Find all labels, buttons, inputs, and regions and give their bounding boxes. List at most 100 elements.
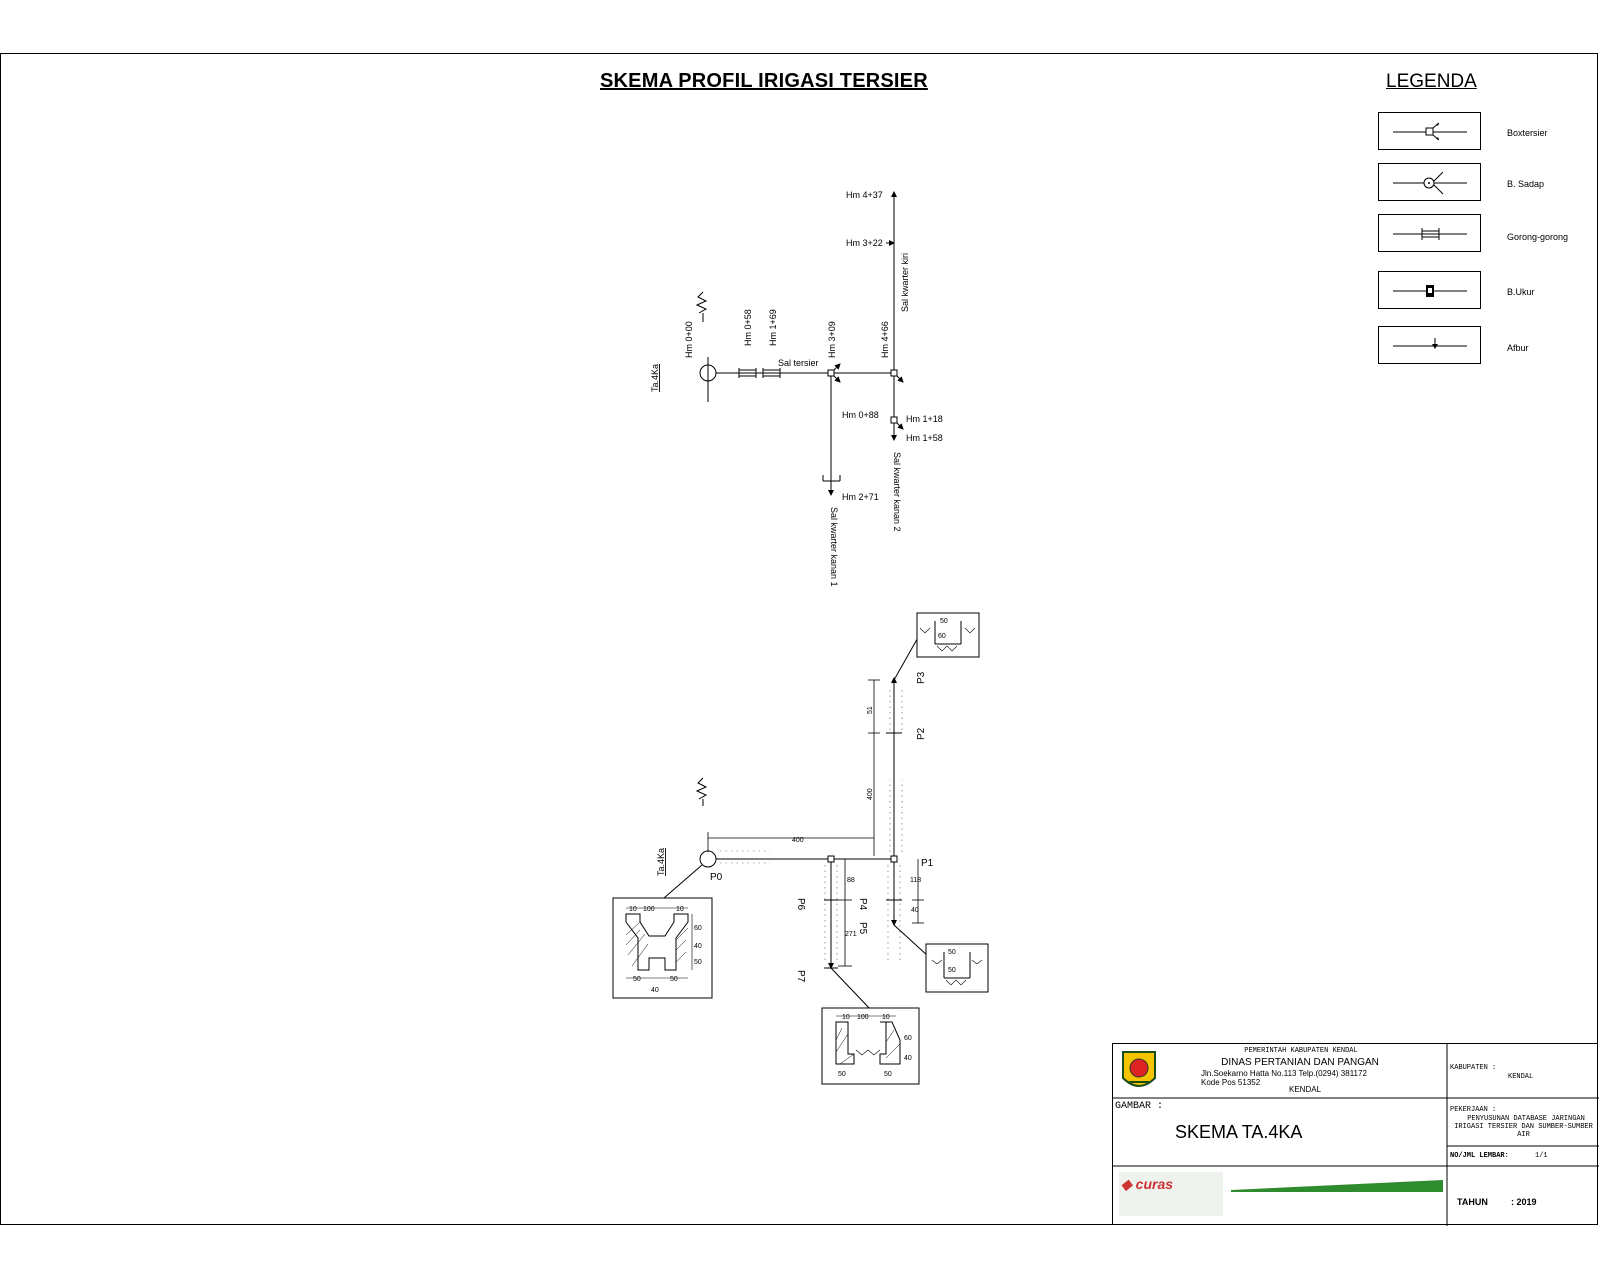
agency-city: KENDAL — [1289, 1085, 1322, 1094]
channel-label: Sal tersier — [778, 358, 819, 368]
tahun-label: TAHUN — [1457, 1197, 1488, 1207]
box-tersier-icon — [1393, 122, 1467, 141]
title-block: PEMERINTAH KABUPATEN KENDAL DINAS PERTAN… — [1112, 1043, 1599, 1226]
section-dim: 40 — [651, 987, 659, 994]
section-dim: 50 — [670, 976, 678, 983]
gambar-label: GAMBAR : — [1115, 1101, 1164, 1112]
irrigation-profile: Ta.4Ka P0 P1 P2 P3 P4 P5 P6 P7 400 400 5… — [612, 612, 989, 1085]
section-dim: 60 — [938, 633, 946, 640]
pekerjaan-value-3: AIR — [1517, 1131, 1530, 1139]
dimension-label: 118 — [910, 877, 921, 884]
gorong-gorong-icon — [1393, 228, 1467, 240]
irrigation-schema: Ta.4Ka Hm 0+00 Hm 0+58 Hm 1+69 Hm 3+09 H… — [650, 190, 943, 587]
point-label: P0 — [710, 872, 723, 883]
cross-section-p0: 100 10 10 60 40 50 50 50 40 — [612, 897, 713, 999]
section-dim: 40 — [694, 943, 702, 950]
drawing-sheet-border — [0, 53, 1598, 1225]
channel-label: Sal kwarter kanan 1 — [829, 507, 839, 587]
section-dim: 60 — [904, 1035, 912, 1042]
point-label: P5 — [857, 922, 868, 935]
point-label: P7 — [795, 970, 806, 983]
point-label: P3 — [916, 671, 927, 684]
consultant-logo: ◆ curas — [1121, 1176, 1174, 1192]
legend-label-boxtersier: Boxtersier — [1507, 128, 1548, 138]
channel-label: Sal kwarter kiri — [900, 253, 910, 312]
gambar-value: SKEMA TA.4KA — [1175, 1122, 1303, 1142]
station-label: Hm 4+66 — [880, 321, 890, 358]
point-label: P4 — [857, 898, 868, 911]
station-label: Hm 2+71 — [842, 492, 879, 502]
section-dim: 60 — [694, 925, 702, 932]
kabupaten-kendal-emblem-icon — [1122, 1051, 1156, 1087]
agency-line-2: DINAS PERTANIAN DAN PANGAN — [1221, 1057, 1379, 1068]
agency-postcode: Kode Pos 51352 — [1201, 1078, 1261, 1087]
station-label: Hm 1+18 — [906, 414, 943, 424]
afbur-icon — [1393, 338, 1467, 349]
section-dim: 10 — [882, 1014, 890, 1021]
culvert-icon — [738, 368, 757, 378]
cross-section-p7: 10 100 10 60 40 50 50 — [821, 1007, 920, 1085]
box-tersier-icon — [890, 369, 898, 377]
legend-label-sadap: B. Sadap — [1507, 179, 1545, 189]
legend-label-afbur: Afbur — [1507, 343, 1529, 353]
legend-box-ukur — [1378, 271, 1481, 309]
cross-section-p3: 50 60 — [916, 612, 980, 658]
point-label: P6 — [795, 898, 806, 911]
culvert-icon — [762, 368, 781, 378]
consultant-logo-mark-icon: ◆ — [1121, 1176, 1136, 1192]
section-dim: 50 — [948, 967, 956, 974]
dimension-label: 271 — [845, 931, 857, 938]
section-dim: 100 — [643, 906, 655, 913]
dimension-label: 51 — [867, 706, 874, 714]
kabupaten-label: KABUPATEN : — [1450, 1064, 1497, 1072]
legend-box-afbur — [1378, 326, 1481, 364]
section-dim: 50 — [694, 959, 702, 966]
box-tersier-icon — [827, 369, 835, 377]
cross-section-p5: 50 50 — [925, 943, 989, 993]
dimension-label: 40 — [911, 907, 919, 914]
station-label: Hm 3+09 — [827, 321, 837, 358]
section-dim: 50 — [838, 1071, 846, 1078]
section-dim: 50 — [948, 949, 956, 956]
section-dim: 10 — [842, 1014, 850, 1021]
station-label: Hm 4+37 — [846, 190, 883, 200]
lembar-value: 1/1 — [1535, 1152, 1548, 1160]
north-arrow-icon — [695, 777, 708, 806]
box-tersier-icon — [890, 416, 898, 424]
section-dim: 100 — [857, 1014, 869, 1021]
north-arrow-icon — [695, 291, 708, 322]
source-intake-icon — [699, 850, 717, 868]
section-dim: 50 — [884, 1071, 892, 1078]
section-dim: 10 — [676, 906, 684, 913]
dimension-label: 400 — [867, 788, 874, 800]
legend-title: LEGENDA — [1386, 71, 1477, 92]
pekerjaan-label: PEKERJAAN : — [1450, 1106, 1497, 1114]
dimension-label: 88 — [847, 877, 855, 884]
agency-line-1: PEMERINTAH KABUPATEN KENDAL — [1244, 1047, 1358, 1055]
agency-address: Jln.Soekarno Hatta No.113 Telp.(0294) 38… — [1201, 1069, 1367, 1078]
legend-label-ukur: B.Ukur — [1507, 287, 1535, 297]
section-dim: 50 — [633, 976, 641, 983]
station-label: Hm 1+69 — [768, 309, 778, 346]
station-label: Hm 3+22 — [846, 238, 883, 248]
point-label: P1 — [921, 858, 934, 869]
legend-box-boxtersier — [1378, 112, 1481, 150]
bangunan-ukur-icon — [1393, 285, 1467, 297]
station-label: Hm 0+88 — [842, 410, 879, 420]
station-label: Hm 1+58 — [906, 433, 943, 443]
pekerjaan-value-2: IRIGASI TERSIER DAN SUMBER-SUMBER — [1454, 1123, 1593, 1131]
drawing-title: SKEMA PROFIL IRIGASI TERSIER — [600, 70, 928, 92]
section-dim: 40 — [904, 1055, 912, 1062]
legend-label-gorong: Gorong-gorong — [1507, 232, 1569, 242]
tahun-value: : 2019 — [1511, 1197, 1537, 1207]
point-label: P2 — [916, 727, 927, 740]
section-dim: 50 — [940, 618, 948, 625]
profile-source-label: Ta.4Ka — [656, 848, 666, 876]
schema-source-label: Ta.4Ka — [650, 364, 660, 392]
legend-box-gorong — [1378, 214, 1481, 252]
section-dim: 10 — [629, 906, 637, 913]
station-label: Hm 0+00 — [684, 321, 694, 358]
kabupaten-value: KENDAL — [1508, 1073, 1534, 1081]
bangunan-sadap-icon — [1393, 171, 1467, 195]
